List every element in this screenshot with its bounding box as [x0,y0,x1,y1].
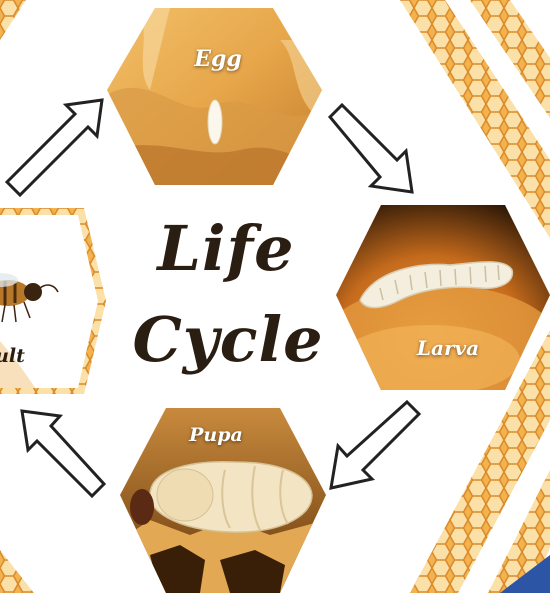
egg-stage-hexagon [100,0,330,190]
adult-label: ult [0,345,25,367]
egg-label: Egg [194,46,242,72]
arrow-pupa-to-adult [22,411,104,496]
title-line-2: Cycle [132,303,323,376]
larva-stage-hexagon [320,200,550,405]
larva-label: Larva [417,336,479,360]
arrow-egg-to-larva [330,105,412,192]
pupa-eye [130,489,154,525]
arrow-larva-to-pupa [331,402,419,488]
egg-icon [208,100,222,144]
arrow-adult-to-egg [7,100,102,195]
pupa-label: Pupa [189,424,243,446]
title-line-1: Life [157,212,294,285]
